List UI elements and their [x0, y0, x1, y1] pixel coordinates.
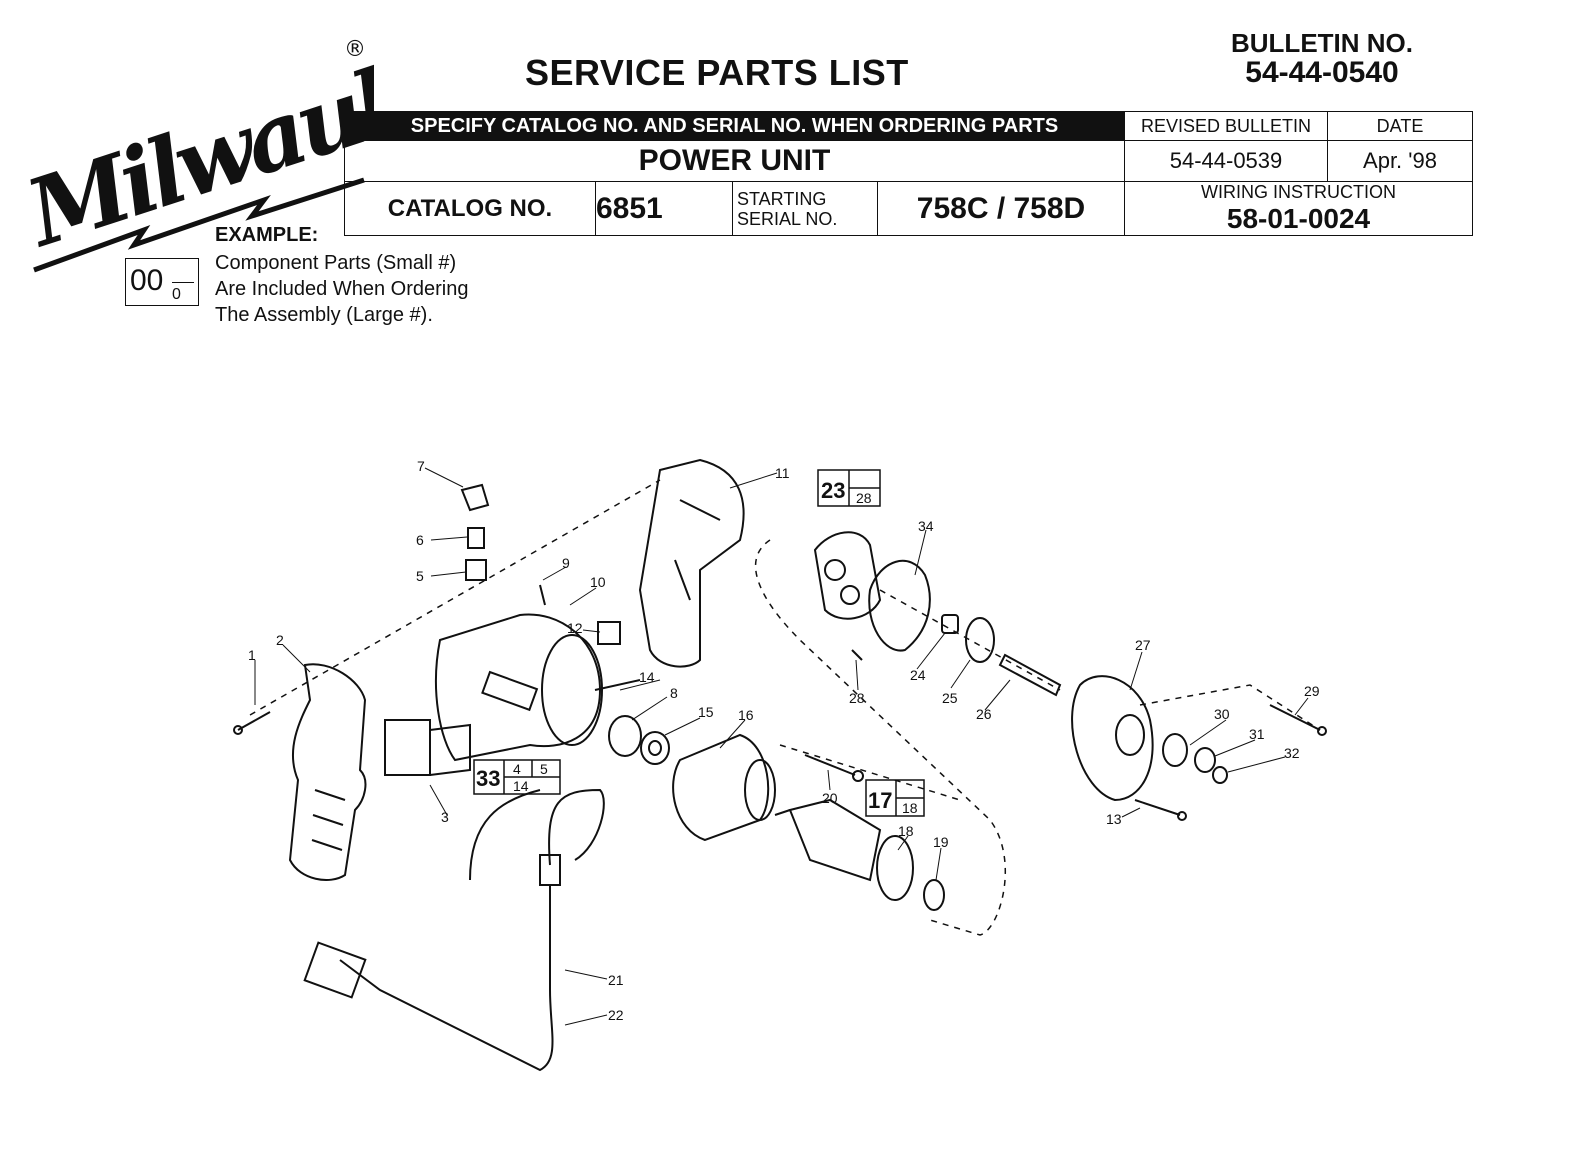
callout-labels: 1 2 3 5 6 7 8 9 10 11 12 13 14 15 16 18 … — [248, 458, 1320, 1023]
bulletin-number: 54-44-0540 — [1245, 56, 1399, 89]
catalog-label: CATALOG NO. — [344, 181, 596, 236]
page-title: SERVICE PARTS LIST — [525, 52, 909, 93]
assembly-17-big: 17 — [868, 788, 892, 813]
callout-14: 14 — [639, 669, 655, 685]
catalog-value: 6851 — [595, 181, 733, 236]
header-table: SPECIFY CATALOG NO. AND SERIAL NO. WHEN … — [344, 111, 1473, 236]
callout-11: 11 — [775, 465, 790, 481]
callout-1: 1 — [248, 647, 256, 663]
example-big-number: 00 — [130, 264, 164, 297]
example-text: Component Parts (Small #) Are Included W… — [215, 252, 469, 326]
callout-31: 31 — [1249, 726, 1265, 742]
callout-20: 20 — [822, 790, 838, 806]
serial-value: 758C / 758D — [877, 181, 1125, 236]
example-divider — [172, 282, 194, 283]
assembly-33-small-4: 4 — [513, 761, 521, 777]
assembly-23-small: 28 — [856, 490, 872, 506]
date-value: Apr. '98 — [1327, 140, 1473, 182]
example-small-number: 0 — [172, 286, 181, 303]
callout-10: 10 — [590, 574, 606, 590]
assembly-17: 17 18 — [865, 779, 925, 817]
ordering-banner: SPECIFY CATALOG NO. AND SERIAL NO. WHEN … — [344, 111, 1125, 141]
wiring-instruction: WIRING INSTRUCTION 58-01-0024 — [1124, 181, 1473, 236]
callout-28: 28 — [849, 690, 865, 706]
callout-8: 8 — [670, 685, 678, 701]
svg-text:®: ® — [344, 37, 366, 62]
assembly-23: 23 28 — [817, 469, 881, 507]
callout-6: 6 — [416, 532, 424, 548]
example-heading: EXAMPLE: — [215, 224, 319, 246]
callout-24: 24 — [910, 667, 926, 683]
milwaukee-logo: Milwaukee ® — [14, 30, 374, 273]
assembly-33-small-14: 14 — [513, 778, 529, 794]
callout-32: 32 — [1284, 745, 1300, 761]
assembly-23-big: 23 — [821, 478, 845, 503]
callout-12: 12 — [567, 620, 583, 636]
callout-25: 25 — [942, 690, 958, 706]
callout-21: 21 — [608, 972, 624, 988]
assembly-17-small: 18 — [902, 800, 918, 816]
callout-7: 7 — [417, 458, 425, 474]
callout-3: 3 — [441, 809, 449, 825]
callout-27: 27 — [1135, 637, 1151, 653]
unit-name: POWER UNIT — [344, 140, 1125, 182]
callout-9: 9 — [562, 555, 570, 571]
bulletin-label: BULLETIN NO. — [1231, 28, 1413, 58]
callout-13: 13 — [1106, 811, 1122, 827]
callout-29: 29 — [1304, 683, 1320, 699]
callout-22: 22 — [608, 1007, 624, 1023]
callout-2: 2 — [276, 632, 284, 648]
assembly-33-small-5: 5 — [540, 761, 548, 777]
callout-16: 16 — [738, 707, 754, 723]
callout-34: 34 — [918, 518, 934, 534]
serial-label: STARTING SERIAL NO. — [732, 181, 878, 236]
callout-30: 30 — [1214, 706, 1230, 722]
callout-15: 15 — [698, 704, 714, 720]
callout-26: 26 — [976, 706, 992, 722]
callout-19: 19 — [933, 834, 949, 850]
example-box — [125, 258, 199, 306]
assembly-33: 33 4 5 14 — [473, 759, 561, 795]
assembly-33-big: 33 — [476, 766, 500, 791]
revised-bulletin-value: 54-44-0539 — [1124, 140, 1328, 182]
callout-5: 5 — [416, 568, 424, 584]
callout-18: 18 — [898, 823, 914, 839]
